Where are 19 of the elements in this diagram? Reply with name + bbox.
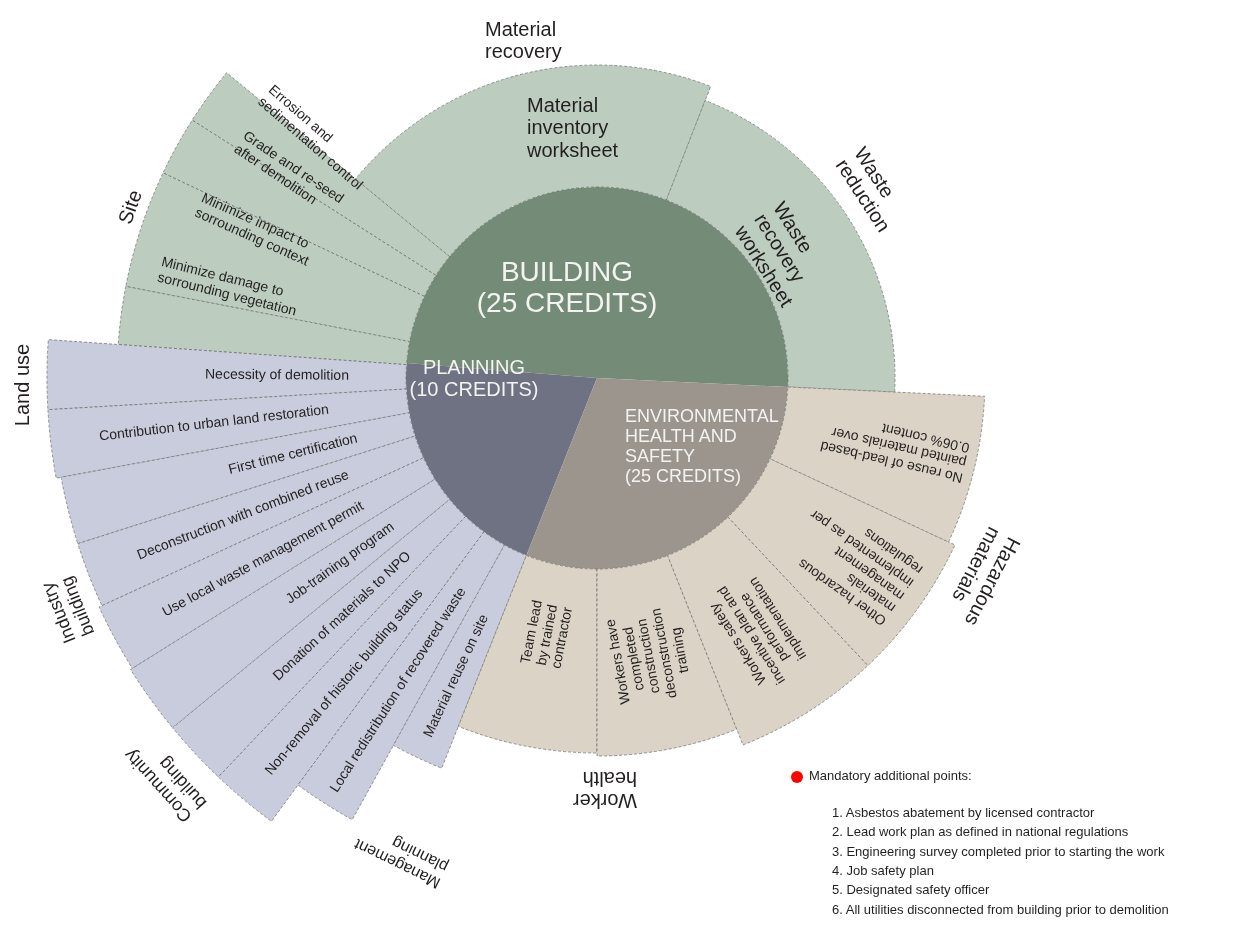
segment-label: Team lead by trained contractor — [516, 591, 578, 679]
list-item: 3. Engineering survey completed prior to starting the work — [832, 844, 1165, 860]
list-item: 5. Designated safety officer — [832, 883, 990, 898]
category-label: Worker health — [571, 767, 637, 813]
segment-label: Material inventory worksheet — [527, 94, 657, 162]
sector-label: PLANNING — [421, 355, 527, 378]
category-label: Site — [113, 187, 147, 227]
legend-text: Mandatory additional points: — [809, 769, 972, 784]
category-label: Land use — [10, 343, 34, 427]
list-item: 6. All utilities disconnected from building prior to demolition — [832, 902, 1169, 918]
category-label: Material recovery — [485, 17, 563, 63]
list-item: 4. Job safety plan — [832, 863, 934, 879]
sector-label: BUILDING — [499, 255, 635, 287]
segment-label: Necessity of demolition — [204, 366, 350, 384]
sector-label: (10 CREDITS) — [408, 378, 540, 401]
list-item: 1. Asbestos abatement by licensed contractor — [832, 806, 1095, 821]
sector-label: (25 CREDITS) — [475, 287, 659, 319]
sector-label: (25 CREDITS) — [625, 466, 742, 487]
list-item: 2. Lead work plan as defined in national regulations — [832, 825, 1129, 840]
